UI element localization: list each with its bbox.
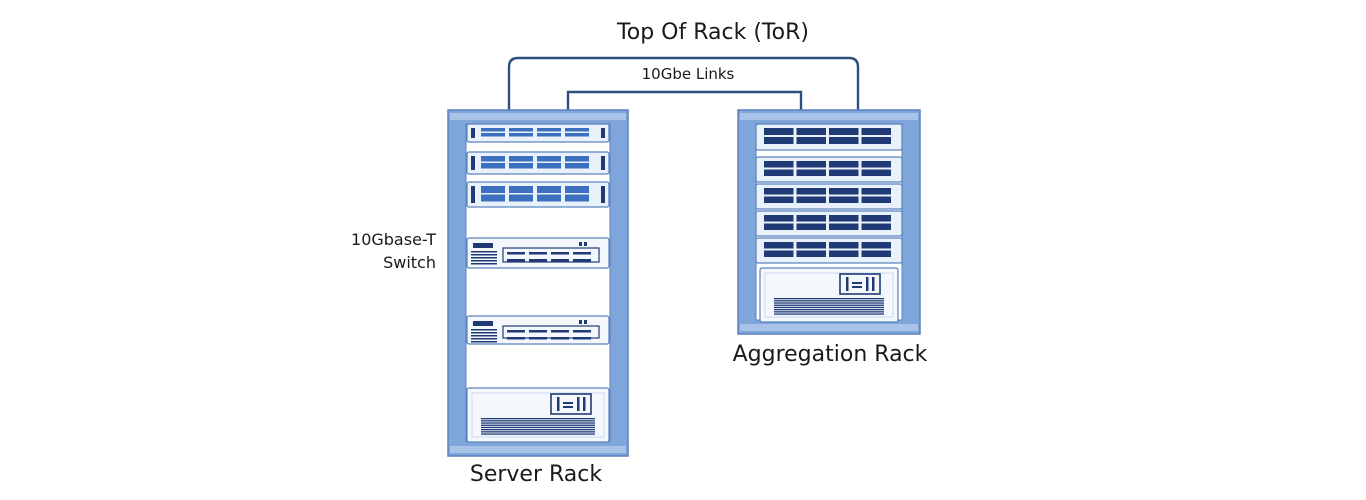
server-rack-device-1	[466, 123, 610, 143]
aggregation-rack-device-2	[755, 156, 903, 183]
server-rack-device-5	[466, 315, 610, 345]
aggregation-rack-device-5	[755, 237, 903, 264]
switch-label: 10Gbase-T Switch	[300, 228, 436, 274]
server-rack-device-4	[466, 237, 610, 269]
server-rack-device-2	[466, 151, 610, 175]
server-rack-bottom-rail	[450, 446, 626, 453]
aggregation-rack-label: Aggregation Rack	[732, 342, 928, 367]
aggregation-rack-top-rail	[740, 113, 918, 120]
server-rack-label: Server Rack	[469, 462, 603, 487]
links-label: 10Gbe Links	[641, 65, 735, 83]
server-rack-device-6	[466, 387, 610, 443]
aggregation-rack-device-1	[755, 123, 903, 151]
aggregation-rack-device-4	[755, 210, 903, 237]
server-rack-device-3	[466, 181, 610, 208]
server-rack	[447, 109, 629, 457]
aggregation-rack-device-6	[759, 267, 899, 323]
tor-downlink-cable	[566, 90, 803, 110]
aggregation-rack-device-3	[755, 183, 903, 210]
switch-label-line-2: Switch	[383, 253, 436, 272]
aggregation-rack-bottom-rail	[740, 324, 918, 331]
diagram-title: Top Of Rack (ToR)	[617, 20, 809, 45]
aggregation-rack	[737, 109, 921, 335]
switch-label-line-1: 10Gbase-T	[351, 230, 436, 249]
tor-uplink-cable	[507, 56, 860, 110]
server-rack-top-rail	[450, 113, 626, 120]
